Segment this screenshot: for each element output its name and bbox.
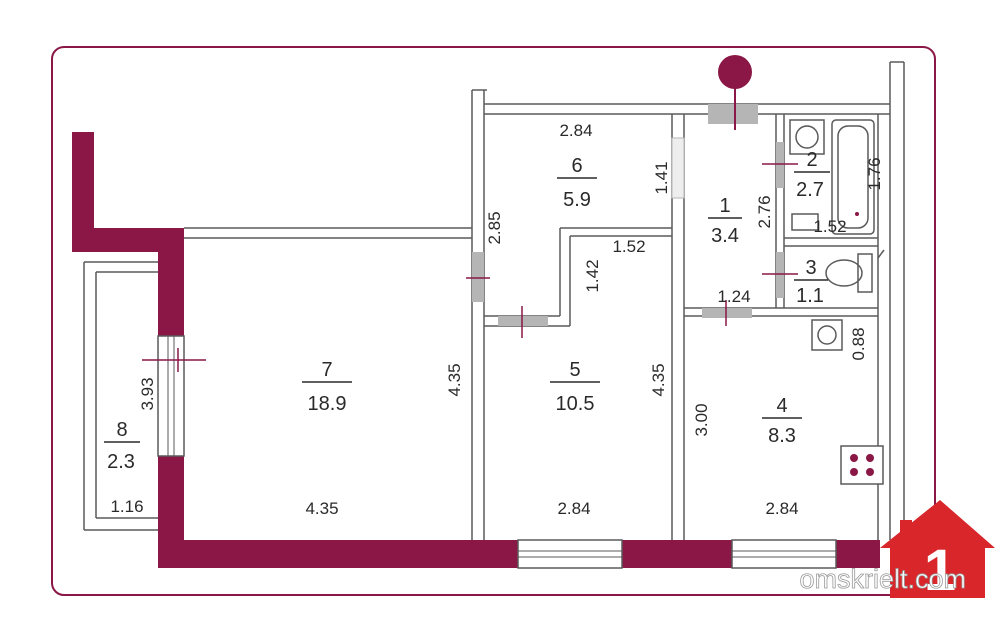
room-7-area: 18.9 <box>308 393 347 415</box>
dim-5-right: 4.35 <box>649 363 668 396</box>
interior-walls <box>83 61 905 540</box>
dim-2-bottom: 1.52 <box>813 217 846 236</box>
room-8-area: 2.3 <box>107 451 135 473</box>
dim-8-bottom: 1.16 <box>110 497 143 516</box>
bathtub-icon <box>831 119 875 235</box>
stove-icon <box>840 445 884 485</box>
dim-4-bottom: 2.84 <box>765 499 798 518</box>
dim-6-right: 1.41 <box>652 161 671 194</box>
room-5-area: 10.5 <box>556 393 595 415</box>
room-6-number: 6 <box>571 155 582 177</box>
dimension-labels: 2.84 2.85 1.41 1.52 1.42 2.76 1.76 1.52 … <box>110 121 884 518</box>
washing-machine-icon <box>789 119 825 155</box>
window-room5 <box>517 539 623 569</box>
windows <box>157 335 837 569</box>
room-3-area: 1.1 <box>796 285 824 307</box>
washer-kitchen-icon <box>811 319 843 351</box>
dim-5-notch: 1.42 <box>583 259 602 292</box>
room-4-number: 4 <box>776 395 787 417</box>
door-marks <box>142 163 798 372</box>
dim-7-bottom: 4.35 <box>305 499 338 518</box>
dim-4-side: 0.88 <box>849 327 868 360</box>
room-2-area: 2.7 <box>796 179 824 201</box>
stove-burners <box>850 454 874 476</box>
balcony-door <box>157 335 185 457</box>
toilet-icon <box>825 253 873 293</box>
room-1-area: 3.4 <box>711 225 739 247</box>
dim-7-right: 4.35 <box>445 363 464 396</box>
entrance-door <box>708 104 758 124</box>
room-3-number: 3 <box>805 257 816 279</box>
entrance-marker <box>718 55 752 130</box>
room-1-number: 1 <box>719 195 730 217</box>
door-openings <box>472 104 784 326</box>
logo-digit: 1 <box>924 538 956 603</box>
dim-5-bottom: 2.84 <box>557 499 590 518</box>
brand-logo-icon: 1 <box>880 500 995 603</box>
dim-3-bottom: 1.24 <box>717 287 750 306</box>
room-7-number: 7 <box>321 359 332 381</box>
dim-5-top: 1.52 <box>612 237 645 256</box>
plan-frame <box>51 46 936 596</box>
dim-8-side: 3.93 <box>138 377 157 410</box>
room-2-number: 2 <box>806 149 817 171</box>
room-8-number: 8 <box>116 419 127 441</box>
window-room4 <box>731 539 837 569</box>
dim-4-left: 3.00 <box>692 403 711 436</box>
sink-icon <box>791 213 819 231</box>
fixtures <box>789 119 885 485</box>
room-6-area: 5.9 <box>563 189 591 211</box>
dim-6-left: 2.85 <box>485 211 504 244</box>
room-5-number: 5 <box>569 359 580 381</box>
room-4-area: 8.3 <box>768 425 796 447</box>
room-labels: 1 3.4 2 2.7 3 1.1 4 8.3 5 10.5 6 5.9 7 1… <box>104 149 830 473</box>
dim-1-side: 2.76 <box>755 195 774 228</box>
dim-2-side: 1.76 <box>865 157 884 190</box>
dim-6-top: 2.84 <box>559 121 592 140</box>
site-watermark: omskrielt.com <box>799 564 966 594</box>
